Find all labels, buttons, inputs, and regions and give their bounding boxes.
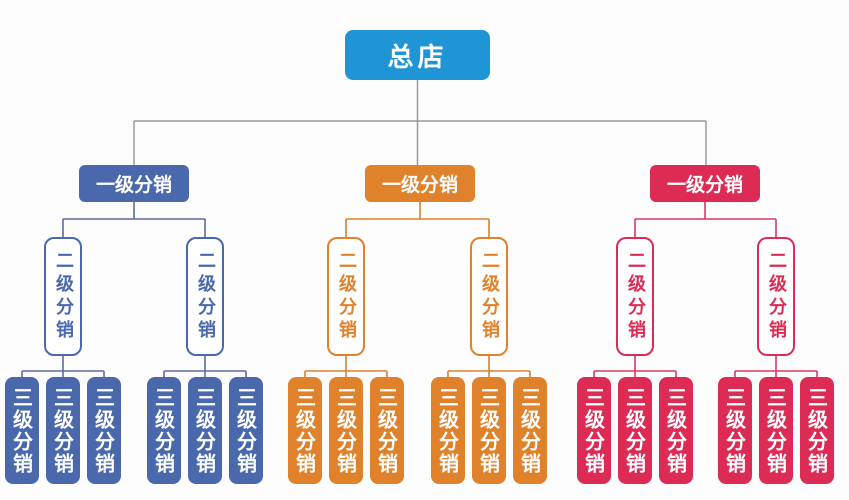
level3-node-label: 三级分销 [804,386,829,475]
level2-node-orange-2: 二级分销 [470,237,508,356]
level3-node-blue-1-1: 三级分销 [5,377,39,484]
level3-node-red-2-3: 三级分销 [800,377,834,484]
level3-node-orange-1-1: 三级分销 [288,377,322,484]
level3-node-label: 三级分销 [9,386,34,475]
level3-node-label: 三级分销 [292,386,317,475]
level1-node-orange: 一级分销 [365,165,475,202]
blue-branch-connectors [21,202,247,377]
root-node: 总店 [345,30,490,80]
level3-node-red-2-1: 三级分销 [718,377,752,484]
level3-node-label: 三级分销 [517,386,542,475]
level3-node-label: 三级分销 [333,386,358,475]
level3-node-blue-1-2: 三级分销 [46,377,80,484]
red-branch-connectors [593,202,818,377]
level2-node-label: 二级分销 [195,250,216,343]
level2-node-blue-1: 二级分销 [44,237,82,356]
level3-node-label: 三级分销 [91,386,116,475]
level3-node-red-2-2: 三级分销 [759,377,793,484]
level2-node-red-2: 二级分销 [757,237,795,356]
level3-node-red-1-2: 三级分销 [618,377,652,484]
level3-node-label: 三级分销 [151,386,176,475]
level3-node-blue-2-3: 三级分销 [229,377,263,484]
level3-node-orange-1-3: 三级分销 [370,377,404,484]
level3-node-blue-2-2: 三级分销 [188,377,222,484]
orange-branch-connectors [304,202,531,377]
level1-node-label: 一级分销 [666,174,743,196]
level2-node-label: 二级分销 [766,250,787,343]
root-connectors [133,79,707,166]
level2-node-orange-1: 二级分销 [327,237,365,356]
level3-node-label: 三级分销 [763,386,788,475]
level3-node-label: 三级分销 [476,386,501,475]
level3-node-label: 三级分销 [192,386,217,475]
level2-node-label: 二级分销 [336,250,357,343]
level3-node-label: 三级分销 [374,386,399,475]
level3-node-label: 三级分销 [622,386,647,475]
level3-node-orange-2-3: 三级分销 [513,377,547,484]
level3-node-orange-2-1: 三级分销 [431,377,465,484]
level3-node-label: 三级分销 [435,386,460,475]
level1-node-blue: 一级分销 [79,165,189,202]
level2-node-label: 二级分销 [625,250,646,343]
level3-node-red-1-1: 三级分销 [577,377,611,484]
level1-node-label: 一级分销 [381,174,458,196]
level3-node-blue-1-3: 三级分销 [87,377,121,484]
level3-node-label: 三级分销 [663,386,688,475]
level2-node-red-1: 二级分销 [616,237,654,356]
level3-node-label: 三级分销 [50,386,75,475]
level1-node-label: 一级分销 [95,174,172,196]
level2-node-blue-2: 二级分销 [186,237,224,356]
level3-node-blue-2-1: 三级分销 [147,377,181,484]
level3-node-orange-1-2: 三级分销 [329,377,363,484]
level3-node-label: 三级分销 [722,386,747,475]
level1-node-red: 一级分销 [650,165,760,202]
level2-node-label: 二级分销 [53,250,74,343]
level3-node-orange-2-2: 三级分销 [472,377,506,484]
level3-node-red-1-3: 三级分销 [659,377,693,484]
root-node-label: 总店 [387,42,448,73]
level3-node-label: 三级分销 [581,386,606,475]
level2-node-label: 二级分销 [479,250,500,343]
level3-node-label: 三级分销 [233,386,258,475]
